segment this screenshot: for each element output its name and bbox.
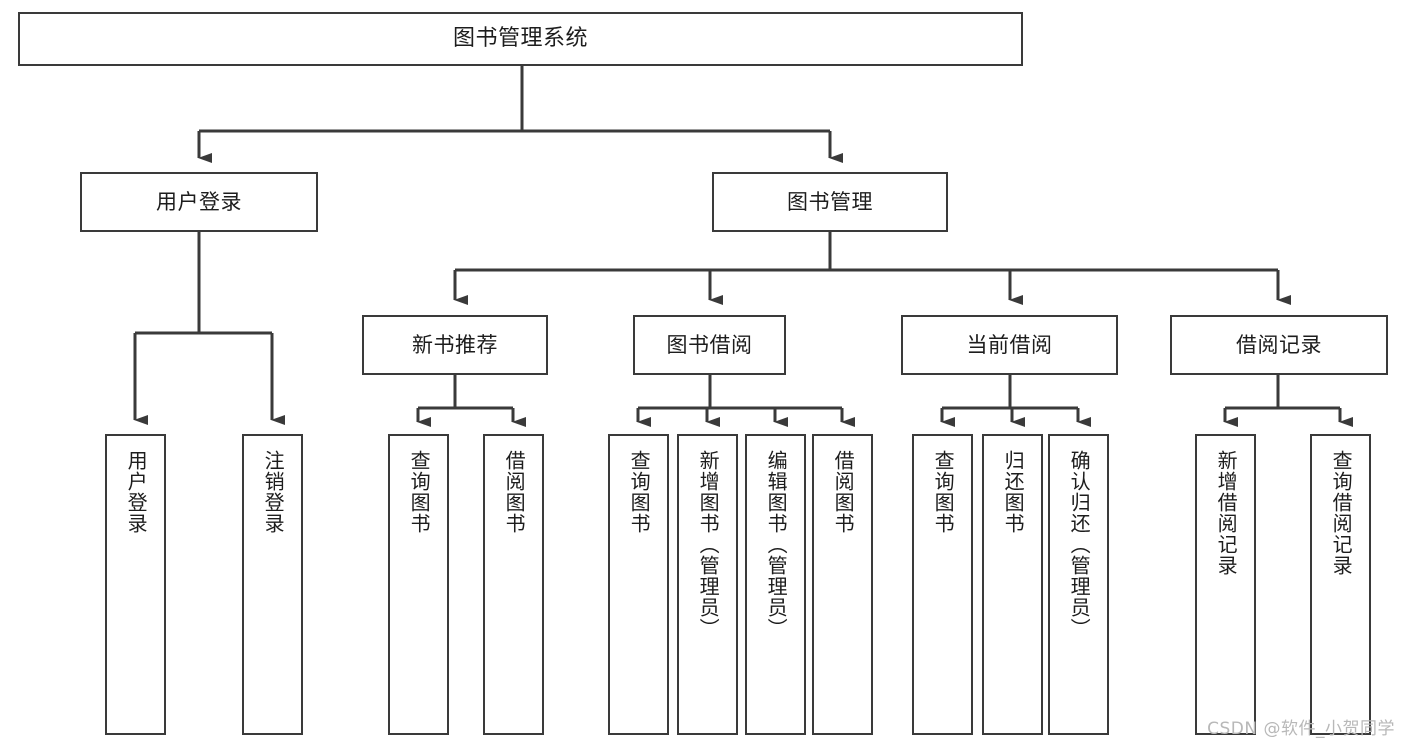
node-label: 查询图书 <box>931 450 956 534</box>
node-user-login[interactable]: 用户登录 <box>80 172 318 232</box>
node-label: 查询借阅记录 <box>1329 450 1354 576</box>
node-book-manage[interactable]: 图书管理 <box>712 172 948 232</box>
node-label: 新书推荐 <box>412 332 498 357</box>
node-leaf-return-book[interactable]: 归还图书 <box>982 434 1043 735</box>
node-label: 借阅记录 <box>1236 332 1322 357</box>
node-leaf-user-login[interactable]: 用户登录 <box>105 434 166 735</box>
node-label: 确认归还（管理员） <box>1067 450 1092 639</box>
node-label: 注销登录 <box>261 450 286 534</box>
node-label: 借阅图书 <box>502 450 527 534</box>
node-label: 新增借阅记录 <box>1214 450 1239 576</box>
node-book-borrow[interactable]: 图书借阅 <box>633 315 786 375</box>
node-label: 用户登录 <box>124 450 149 534</box>
node-current-borrow[interactable]: 当前借阅 <box>901 315 1118 375</box>
node-label: 借阅图书 <box>831 450 856 534</box>
node-label: 当前借阅 <box>966 332 1053 357</box>
node-label: 编辑图书（管理员） <box>764 450 789 639</box>
node-label: 图书管理系统 <box>452 26 588 52</box>
node-leaf-add-book[interactable]: 新增图书（管理员） <box>677 434 738 735</box>
node-label: 用户登录 <box>156 189 242 214</box>
node-label: 新增图书（管理员） <box>696 450 721 639</box>
node-leaf-query-record[interactable]: 查询借阅记录 <box>1310 434 1371 735</box>
node-leaf-confirm-return[interactable]: 确认归还（管理员） <box>1048 434 1109 735</box>
node-leaf-logout-login[interactable]: 注销登录 <box>242 434 303 735</box>
node-label: 查询图书 <box>627 450 652 534</box>
node-leaf-query-book-1[interactable]: 查询图书 <box>388 434 449 735</box>
node-new-book-rec[interactable]: 新书推荐 <box>362 315 548 375</box>
node-label: 图书管理 <box>787 189 873 214</box>
node-leaf-edit-book[interactable]: 编辑图书（管理员） <box>745 434 806 735</box>
node-label: 查询图书 <box>407 450 432 534</box>
node-leaf-borrow-book-2[interactable]: 借阅图书 <box>812 434 873 735</box>
node-label: 图书借阅 <box>666 332 753 357</box>
node-leaf-borrow-book-1[interactable]: 借阅图书 <box>483 434 544 735</box>
node-leaf-query-book-3[interactable]: 查询图书 <box>912 434 973 735</box>
node-root-system[interactable]: 图书管理系统 <box>18 12 1023 66</box>
node-leaf-query-book-2[interactable]: 查询图书 <box>608 434 669 735</box>
node-label: 归还图书 <box>1001 450 1026 534</box>
node-leaf-add-record[interactable]: 新增借阅记录 <box>1195 434 1256 735</box>
node-borrow-record[interactable]: 借阅记录 <box>1170 315 1388 375</box>
